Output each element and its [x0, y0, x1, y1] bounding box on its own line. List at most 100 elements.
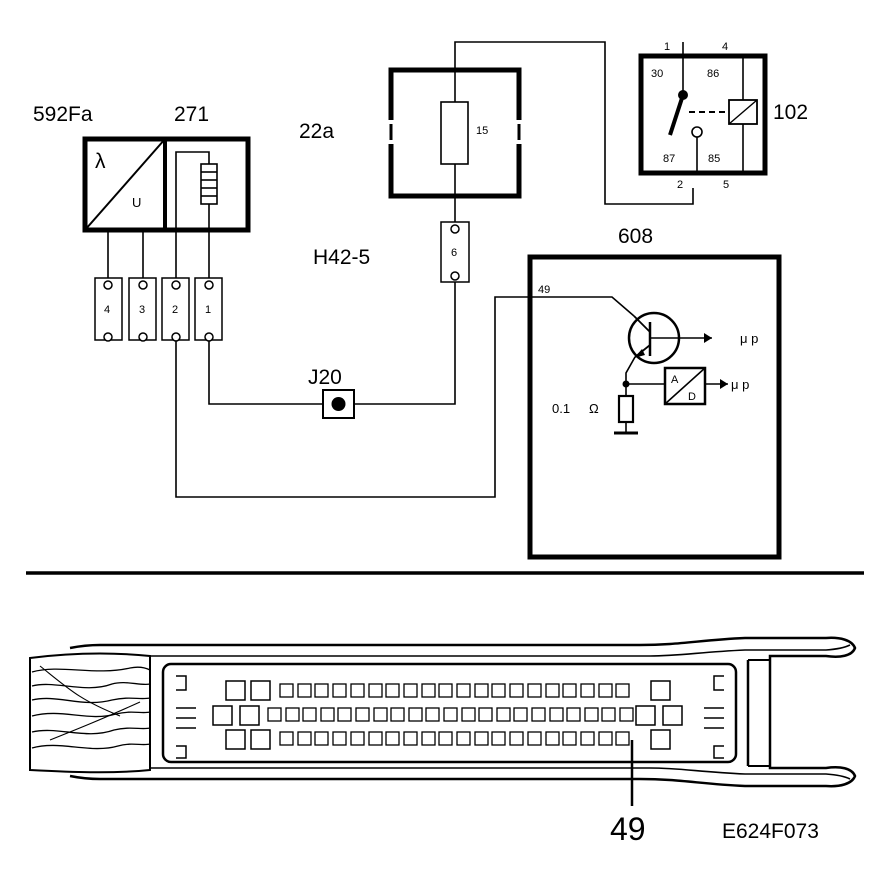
splice-icon: [331, 397, 346, 411]
connector-pin: [438, 731, 453, 746]
connector-pad: [650, 680, 671, 701]
connector-pin-3: 3: [139, 304, 145, 316]
connector-pin: [279, 731, 294, 746]
ad-converter-icon: A D: [663, 366, 728, 406]
connector-pin: [408, 707, 423, 722]
connector-pin: [350, 683, 365, 698]
microprocessor-label-1: μ p: [740, 331, 758, 346]
connector-pin: [580, 683, 595, 698]
h42-pin-number: 6: [451, 247, 457, 259]
connector-pin: [474, 683, 489, 698]
ground-point-j20: J20: [308, 366, 355, 419]
connector-pin: [601, 707, 616, 722]
ecu-connector-view: 49: [29, 636, 857, 847]
connector-pin: [584, 707, 599, 722]
connector-pin: [385, 683, 400, 698]
connector-side-slots: [176, 675, 724, 759]
connector-pin: [491, 731, 506, 746]
resistor-unit: Ω: [589, 401, 599, 416]
connector-pin: [527, 731, 542, 746]
wire-j20-to-pin1: [208, 340, 323, 405]
connector-pin: [285, 707, 300, 722]
connector-pin: [279, 683, 294, 698]
lambda-sensor-id: 592Fa: [33, 103, 93, 126]
connector-pin: [385, 731, 400, 746]
connector-pin: [549, 707, 564, 722]
ad-label-a: A: [671, 374, 679, 386]
connector-pad: [225, 729, 246, 750]
fuse-number: 15: [476, 125, 488, 137]
connector-pad: [225, 680, 246, 701]
transistor-icon: [627, 311, 712, 365]
connector-pin: [456, 683, 471, 698]
connector-pin: [509, 731, 524, 746]
connector-pin: [320, 707, 335, 722]
resistor-icon: [614, 384, 638, 435]
connector-pin: [566, 707, 581, 722]
connector-pin: [314, 731, 329, 746]
connector-h42: 6 H42-5: [313, 221, 470, 283]
connector-pin: [443, 707, 458, 722]
wire-harness-icon: [29, 652, 151, 774]
connector-pin: [368, 683, 383, 698]
ecu-pin-number: 49: [538, 284, 550, 296]
connector-pin: [580, 731, 595, 746]
relay-terminal-85: 85: [708, 153, 720, 165]
connector-pin: [368, 731, 383, 746]
connector-pin: [478, 707, 493, 722]
connector-pin: [531, 707, 546, 722]
connector-pad: [662, 705, 683, 726]
connector-pin: [496, 707, 511, 722]
connector-pin: [598, 731, 613, 746]
connector-pin: [403, 731, 418, 746]
wire-h42-to-j20: [354, 280, 456, 405]
ground-point-id: J20: [308, 366, 342, 389]
relay-id: 102: [773, 101, 808, 124]
relay-102: 1 4 30 86 87 85 2 5 102: [638, 41, 808, 191]
microprocessor-label-2: μ p: [731, 377, 749, 392]
connector-pin: [302, 707, 317, 722]
connector-pin: [527, 683, 542, 698]
wire-pin2-to-ecu: [175, 296, 530, 498]
pin-49-callout: 49: [610, 811, 646, 847]
connector-pin: [619, 707, 634, 722]
relay-pin-5: 5: [723, 179, 729, 191]
sensor-connector: 4 3 2 1: [94, 277, 223, 342]
connector-pin: [509, 683, 524, 698]
connector-pin: [267, 707, 282, 722]
connector-pin: [421, 683, 436, 698]
connector-pin: [332, 731, 347, 746]
relay-pin-4: 4: [722, 41, 728, 53]
lambda-sensor-block: λ U 592Fa 271: [33, 103, 251, 233]
connector-pin-2: 2: [172, 304, 178, 316]
resistor-value: 0.1: [552, 401, 570, 416]
connector-h42-id: H42-5: [313, 246, 370, 269]
relay-terminal-86: 86: [707, 68, 719, 80]
relay-terminal-30: 30: [651, 68, 663, 80]
connector-pin: [373, 707, 388, 722]
connector-pad: [250, 729, 271, 750]
connector-pad: [635, 705, 656, 726]
ad-label-d: D: [688, 391, 696, 403]
connector-pin: [513, 707, 528, 722]
connector-pin: [456, 731, 471, 746]
control-module-608: 608 49 μ p A D μ p: [527, 225, 782, 560]
connector-pin-1: 1: [205, 304, 211, 316]
heater-id: 271: [174, 103, 209, 126]
connector-pin-4: 4: [104, 304, 110, 316]
connector-pin: [562, 731, 577, 746]
connector-pin: [297, 731, 312, 746]
connector-pin: [332, 683, 347, 698]
relay-terminal-87: 87: [663, 153, 675, 165]
connector-pin: [355, 707, 370, 722]
connector-pin: [545, 731, 560, 746]
lambda-symbol: λ: [95, 150, 106, 173]
fuse-icon: [440, 101, 469, 165]
connector-pin: [598, 683, 613, 698]
connector-pad: [239, 705, 260, 726]
connector-pin: [615, 683, 630, 698]
connector-pin: [350, 731, 365, 746]
heater-element-icon: [175, 151, 218, 230]
connector-pin: [421, 731, 436, 746]
